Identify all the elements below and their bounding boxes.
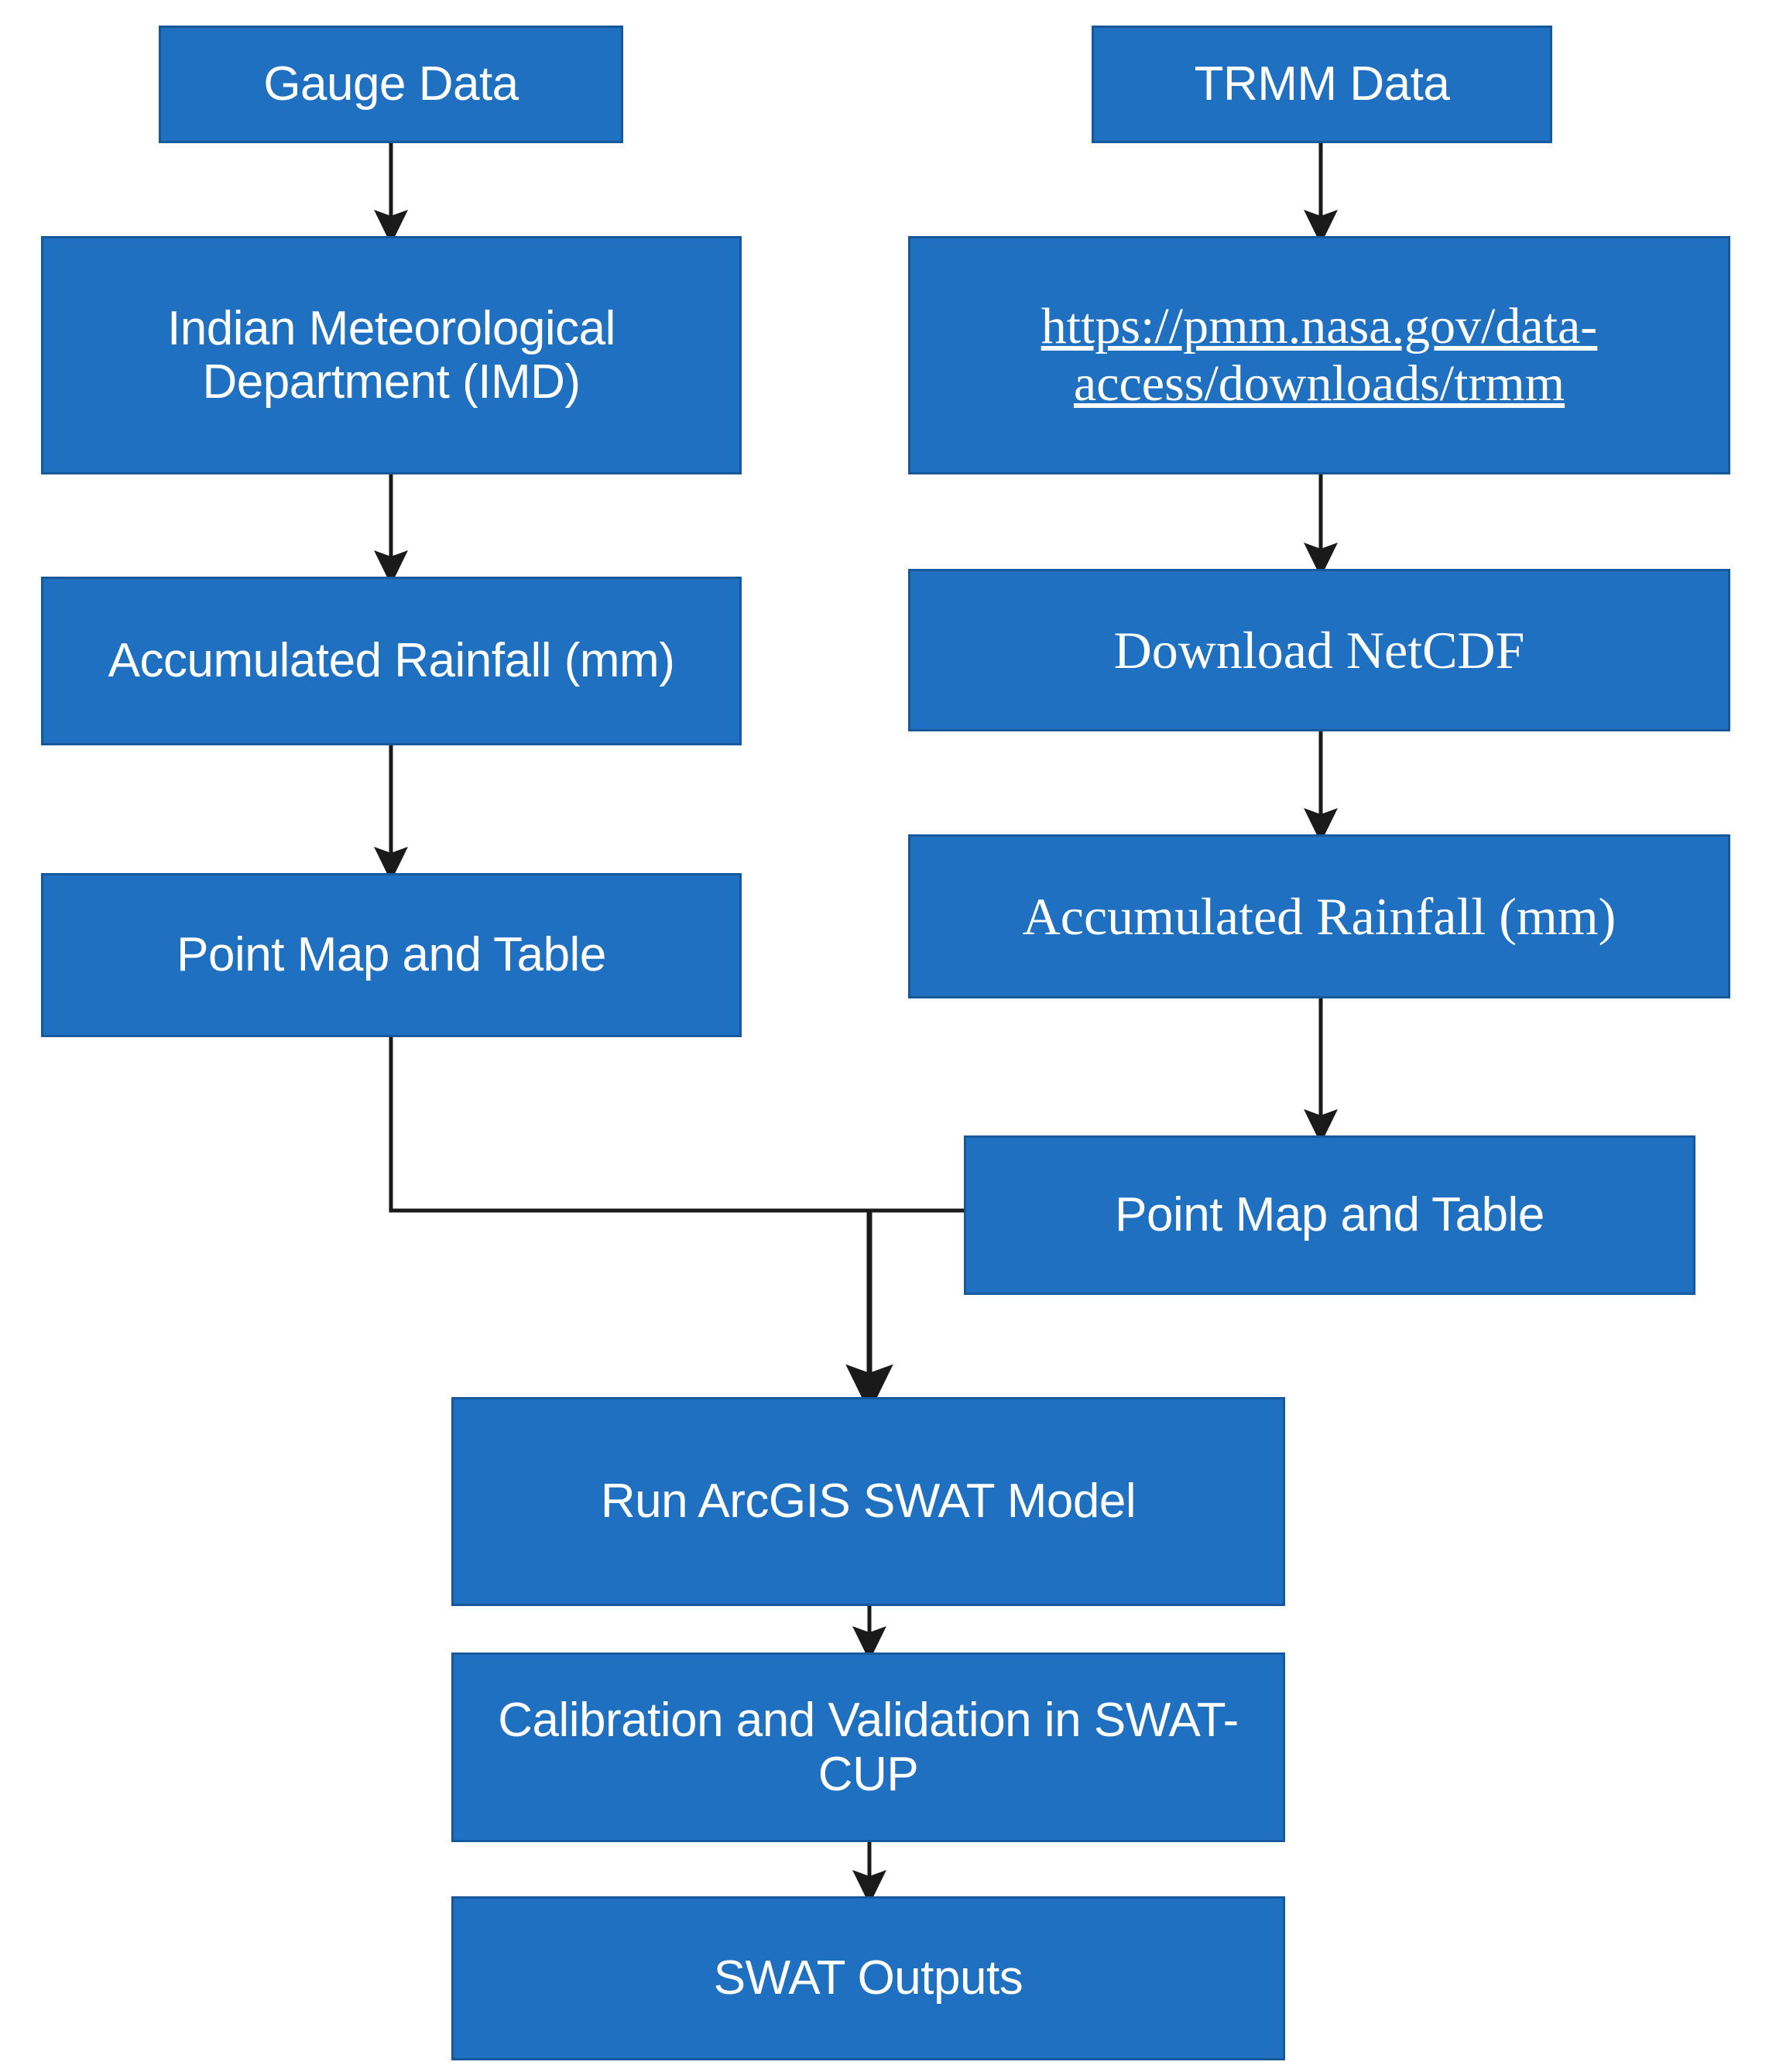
node-label: Calibration and Validation in SWAT-CUP (498, 1694, 1239, 1801)
node-trmm-download-url[interactable]: https://pmm.nasa.gov/data-access/downloa… (908, 236, 1730, 474)
node-trmm-data[interactable]: TRMM Data (1092, 26, 1552, 143)
node-label: Indian Meteorological Department (IMD) (167, 301, 615, 409)
node-label: Download NetCDF (1113, 620, 1525, 680)
node-label: Accumulated Rainfall (mm) (108, 634, 675, 688)
node-label: SWAT Outputs (713, 1951, 1023, 2005)
node-swat-outputs[interactable]: SWAT Outputs (451, 1896, 1285, 2060)
node-run-arcgis-swat-model[interactable]: Run ArcGIS SWAT Model (451, 1397, 1285, 1606)
node-indian-meteorological-department[interactable]: Indian Meteorological Department (IMD) (41, 236, 742, 474)
trmm-url-link[interactable]: https://pmm.nasa.gov/data-access/downloa… (1040, 298, 1598, 412)
node-label: Point Map and Table (1115, 1188, 1544, 1242)
node-download-netcdf[interactable]: Download NetCDF (908, 569, 1730, 731)
node-label: Run ArcGIS SWAT Model (600, 1474, 1136, 1529)
node-accumulated-rainfall-trmm[interactable]: Accumulated Rainfall (mm) (908, 834, 1730, 998)
node-point-map-and-table-gauge[interactable]: Point Map and Table (41, 873, 742, 1037)
node-label: Gauge Data (263, 57, 519, 111)
node-label: TRMM Data (1194, 57, 1450, 111)
node-label: Accumulated Rainfall (mm) (1022, 886, 1616, 946)
edge-point-left-to-run-swat (389, 1037, 869, 1213)
node-calibration-and-validation[interactable]: Calibration and Validation in SWAT-CUP (451, 1652, 1285, 1842)
node-point-map-and-table-trmm[interactable]: Point Map and Table (964, 1135, 1695, 1295)
node-accumulated-rainfall-gauge[interactable]: Accumulated Rainfall (mm) (41, 577, 742, 745)
node-gauge-data[interactable]: Gauge Data (159, 26, 623, 143)
node-label: Point Map and Table (177, 928, 606, 982)
